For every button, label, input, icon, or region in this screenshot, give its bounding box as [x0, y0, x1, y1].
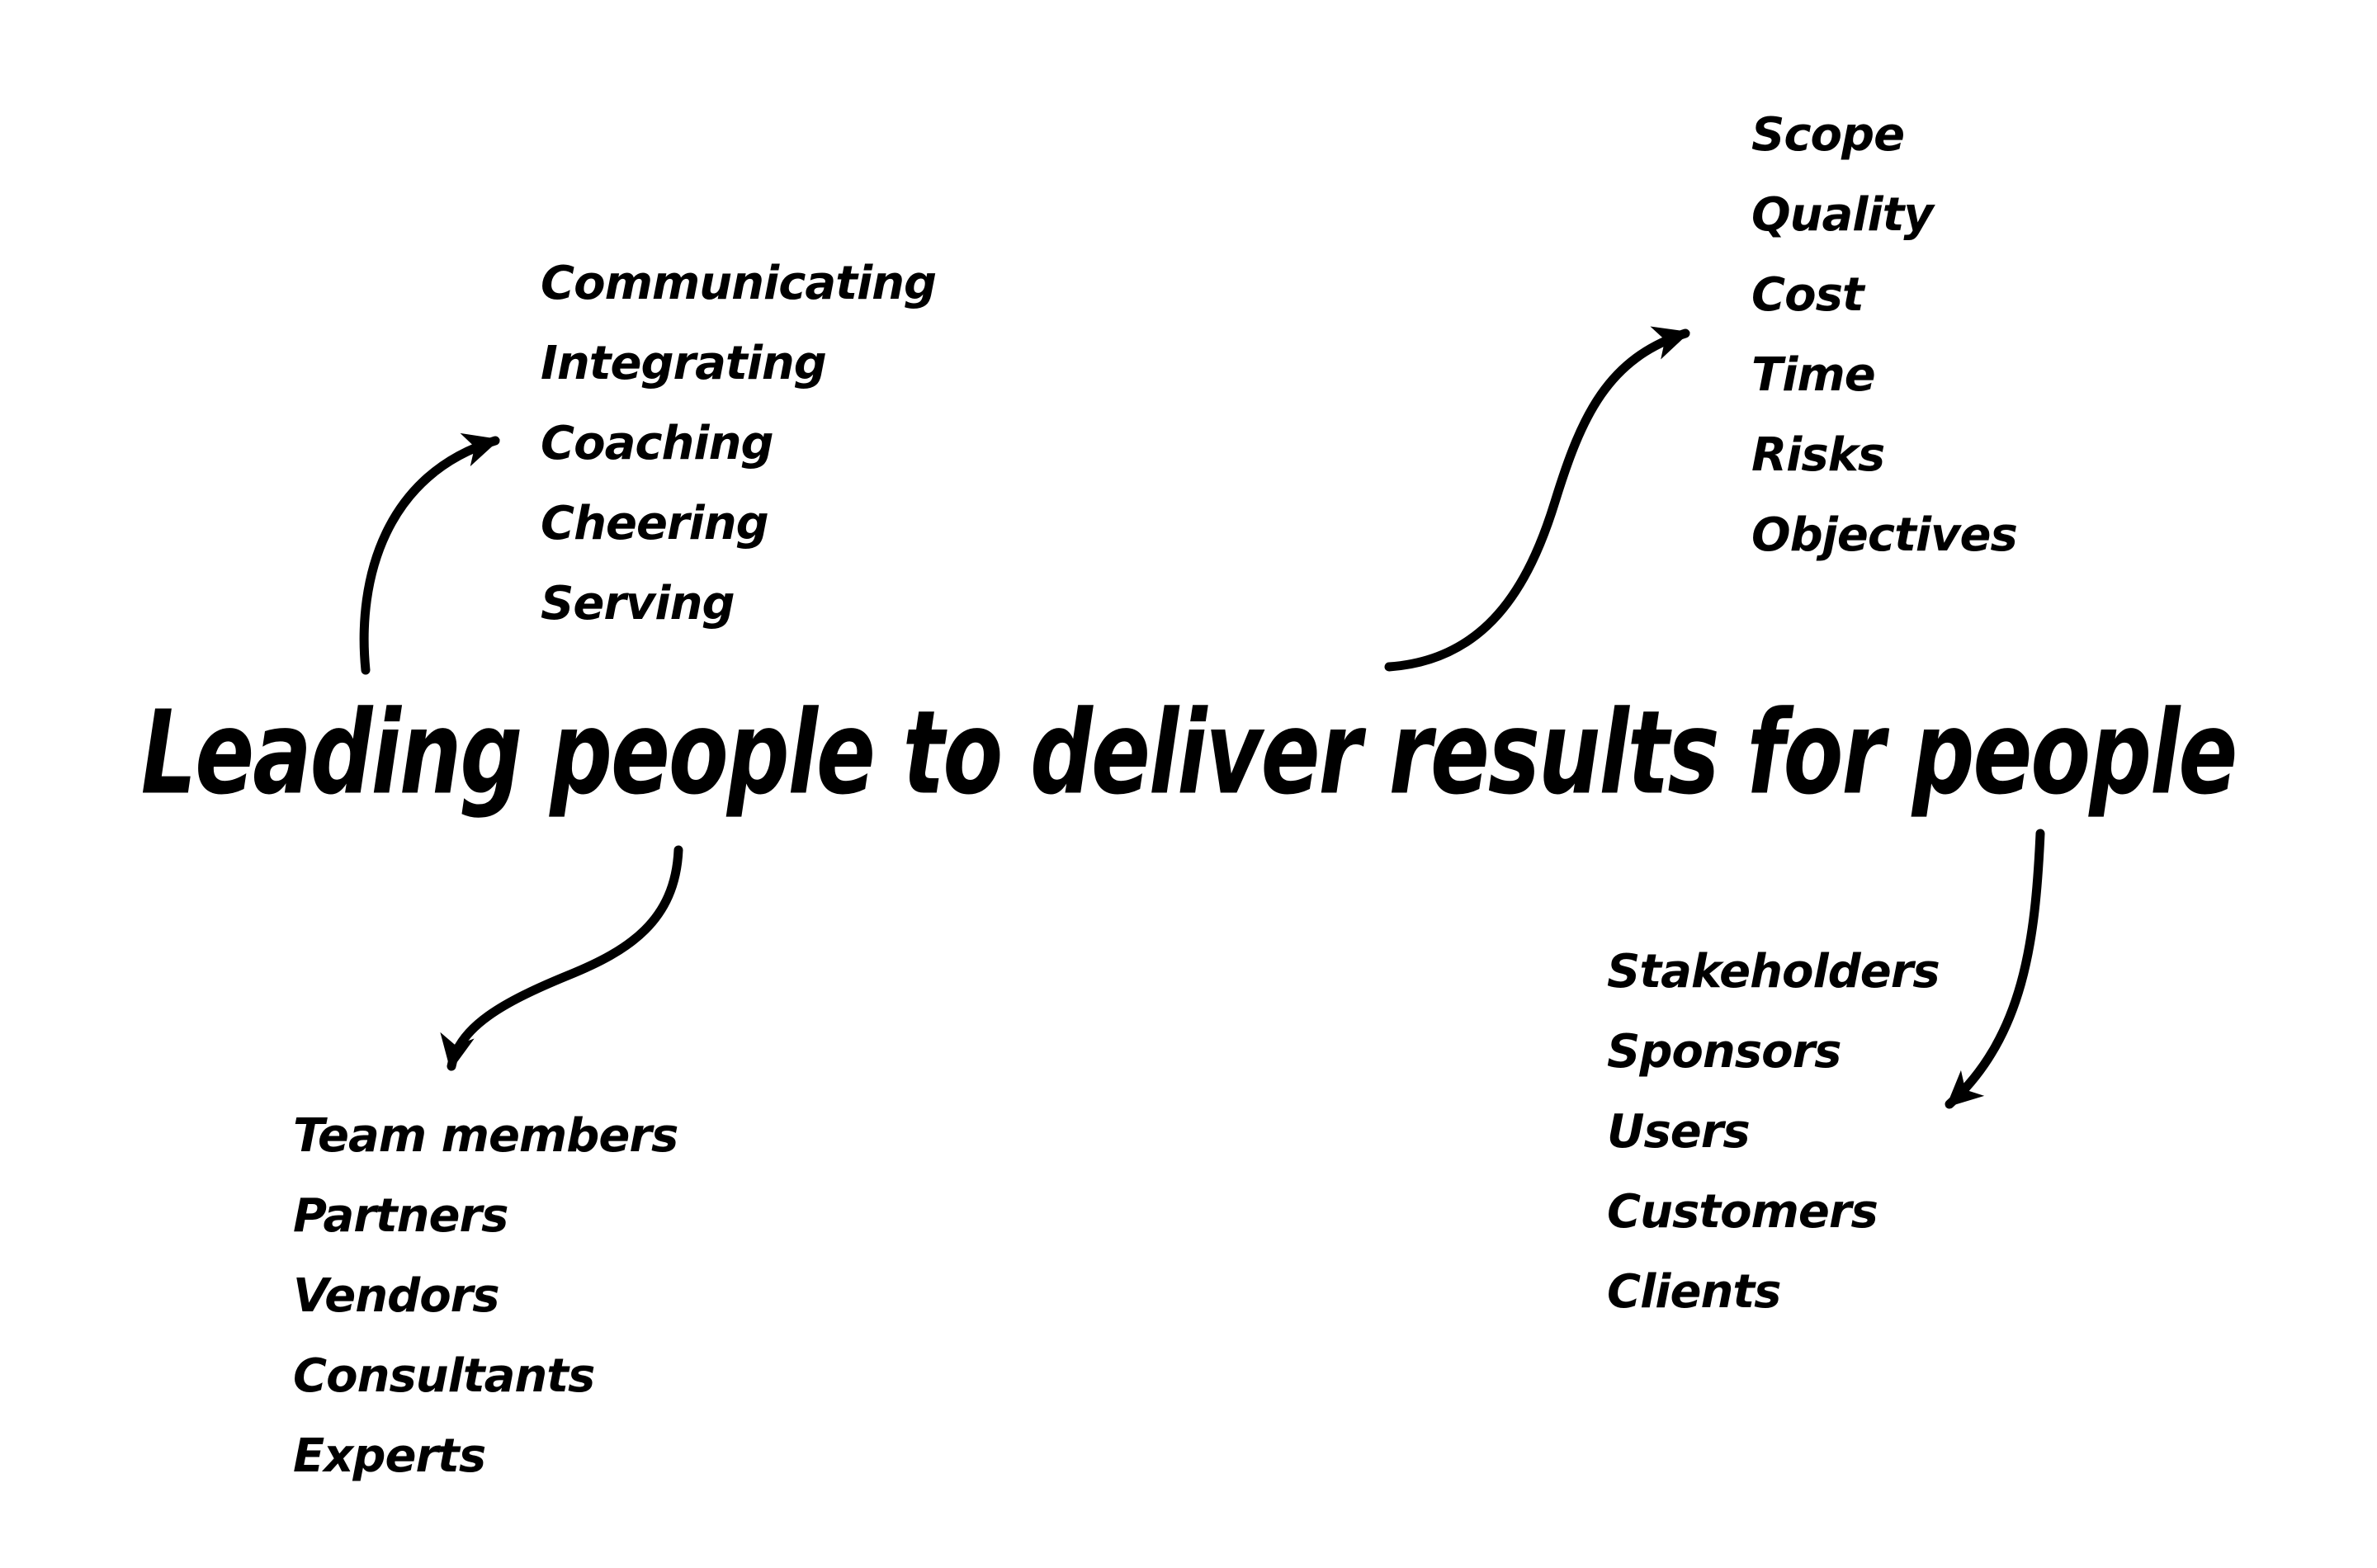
list-item: Customers [1607, 1185, 1878, 1239]
list-item: Sponsors [1607, 1025, 1842, 1079]
list-item: Cost [1751, 268, 1864, 322]
list-item: Objectives [1751, 508, 2018, 562]
list-item: Scope [1751, 108, 1905, 162]
list-item: Experts [293, 1429, 486, 1483]
list-item: Communicating [541, 257, 937, 310]
list-item: Clients [1607, 1265, 1781, 1319]
list-item: Serving [541, 577, 735, 631]
arrow-people-to-stakeholders-icon [1945, 829, 2045, 1109]
list-item: Vendors [293, 1269, 500, 1323]
arrow-leading-to-activities-icon [359, 432, 500, 675]
list-item: Time [1751, 348, 1876, 402]
page-title: Leading people to deliver results for pe… [140, 686, 2238, 820]
arrow-people-to-team-icon [440, 845, 683, 1071]
list-item: Integrating [541, 337, 827, 390]
list-item: Risks [1751, 428, 1885, 482]
list-people-results-for: Stakeholders Sponsors Users Customers Cl… [1607, 932, 1940, 1332]
arrow-results-to-factors-icon [1384, 326, 1690, 672]
list-leading-activities: Communicating Integrating Coaching Cheer… [541, 243, 937, 644]
list-delivery-factors: Scope Quality Cost Time Risks Objectives [1751, 95, 2018, 575]
list-item: Quality [1751, 188, 1934, 242]
list-item: Team members [293, 1109, 678, 1163]
list-item: Cheering [541, 497, 769, 550]
list-item: Partners [293, 1189, 508, 1243]
list-item: Stakeholders [1607, 945, 1940, 999]
list-item: Consultants [293, 1349, 595, 1403]
list-people-led: Team members Partners Vendors Consultant… [293, 1096, 678, 1496]
list-item: Coaching [541, 417, 774, 470]
list-item: Users [1607, 1105, 1751, 1159]
